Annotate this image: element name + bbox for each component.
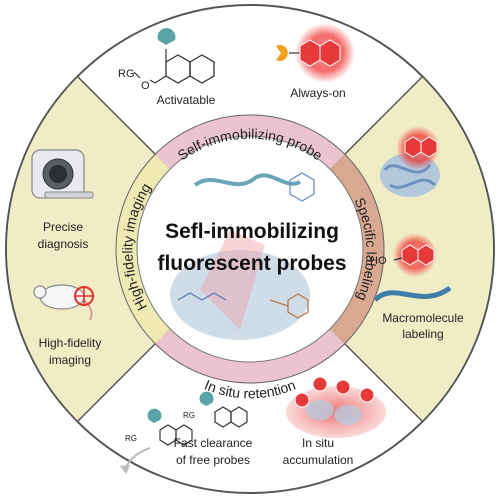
- center-title-line2: fluorescent probes: [157, 252, 346, 275]
- clearance-label-2: of free probes: [176, 453, 250, 467]
- accumulation-label-1: In situ: [302, 436, 334, 450]
- center-molecular-art: [170, 172, 315, 340]
- protein-surface: [170, 250, 310, 340]
- free-probes-icon: [120, 391, 248, 474]
- tyrosine-icon: [269, 293, 309, 319]
- ring-outer-edge: [115, 114, 385, 384]
- protein-labeled-icon: [380, 126, 440, 197]
- ring-right-segment: [330, 154, 385, 344]
- accumulated-probes-icon: [286, 376, 386, 438]
- accumulation-label-2: accumulation: [283, 453, 354, 467]
- hfi-label-2: imaging: [49, 353, 91, 367]
- dna-labeled-icon: [373, 233, 452, 302]
- dna-strand-icon: [193, 173, 301, 187]
- macromolecule-label-1: Macromolecule: [382, 311, 464, 325]
- nucleobase-icon: [289, 172, 315, 202]
- activatable-label: Activatable: [157, 93, 216, 107]
- mouse-target-icon: [33, 284, 94, 321]
- rg-label-bottom-1: RG: [125, 434, 137, 443]
- diagnosis-label-2: diagnosis: [38, 237, 89, 251]
- hfi-label-1: High-fidelity: [39, 336, 102, 350]
- rg-label-bottom-2: RG: [183, 411, 195, 420]
- always-on-label: Always-on: [290, 86, 345, 100]
- pacman-orange-icon: [276, 45, 288, 62]
- macromolecule-label-2: labeling: [402, 327, 443, 341]
- activatable-probe-icon: [133, 28, 215, 84]
- always-on-probe-icon: [276, 23, 355, 83]
- center-title-line1: Sefl-immobilizing: [165, 220, 339, 243]
- arginine-chain-icon: [177, 292, 227, 301]
- o-label: O: [141, 80, 150, 92]
- pacman-teal-icon: [157, 28, 176, 45]
- diagnosis-label-1: Precise: [43, 220, 83, 234]
- clearance-label-1: Fast clearance: [174, 436, 253, 450]
- ring-left-segment: [115, 154, 170, 344]
- rg-label: RG: [118, 68, 135, 80]
- pink-arrow-shape: [200, 230, 265, 330]
- ring-bottom-segment: [155, 329, 345, 384]
- ring-top-segment: [155, 114, 345, 169]
- mri-scanner-icon: [31, 149, 94, 199]
- ho-label: HO: [370, 255, 387, 267]
